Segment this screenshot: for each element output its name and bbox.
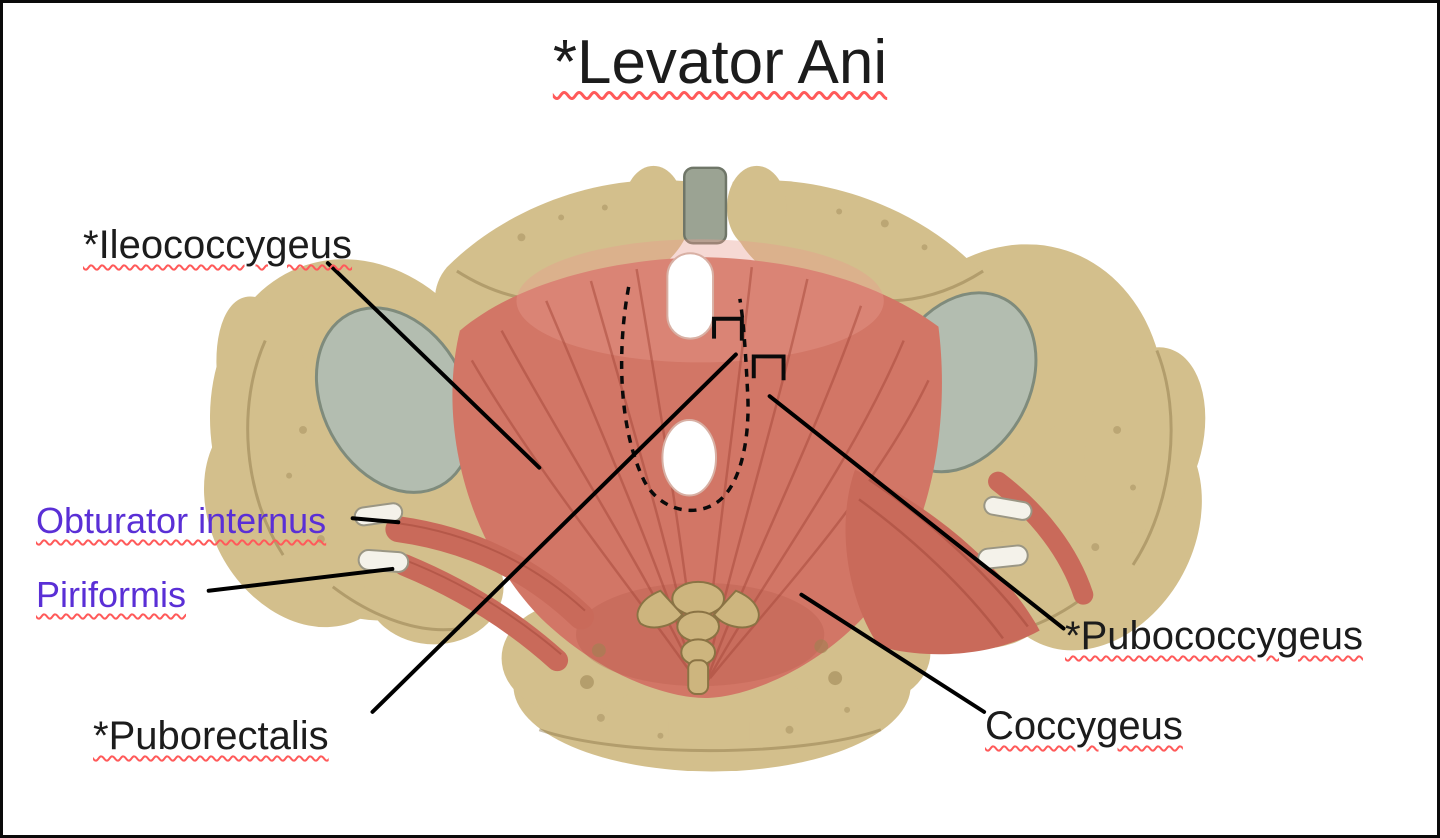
label-piriformis: Piriformis [36, 574, 186, 615]
page-title: *Levator Ani [552, 28, 888, 97]
right-muscle-bands [845, 469, 1094, 655]
coccyx [636, 580, 760, 696]
rectal-opening [661, 419, 718, 497]
label-obturator-internus: Obturator internus [36, 500, 327, 541]
label-coccygeus: Coccygeus [985, 704, 1183, 748]
levator-ani-muscle [452, 239, 942, 698]
leader-ileococcygeus [325, 261, 542, 470]
urogenital-opening [666, 252, 715, 340]
leader-piriformis [206, 566, 395, 593]
leader-obturator-internus [350, 516, 401, 525]
leader-lines [206, 261, 1066, 714]
label-puborectalis: *Puborectalis [93, 714, 329, 758]
anatomy-illustration [203, 165, 1206, 772]
label-pubococcygeus: *Pubococcygeus [1065, 614, 1363, 658]
leader-puborectalis [370, 352, 738, 714]
muscle-fibers [470, 266, 930, 687]
dashed-outline [619, 286, 750, 513]
left-muscle-bands [385, 516, 594, 672]
leader-pubococcygeus [767, 394, 1066, 631]
leader-coccygeus [799, 592, 987, 714]
sacral-foramina [580, 639, 843, 690]
bracket-mark-2 [751, 354, 786, 381]
pubic-symphysis [683, 166, 728, 245]
label-ileococcygeus: *Ileococcygeus [83, 223, 353, 267]
bracket-mark-1 [712, 316, 744, 341]
